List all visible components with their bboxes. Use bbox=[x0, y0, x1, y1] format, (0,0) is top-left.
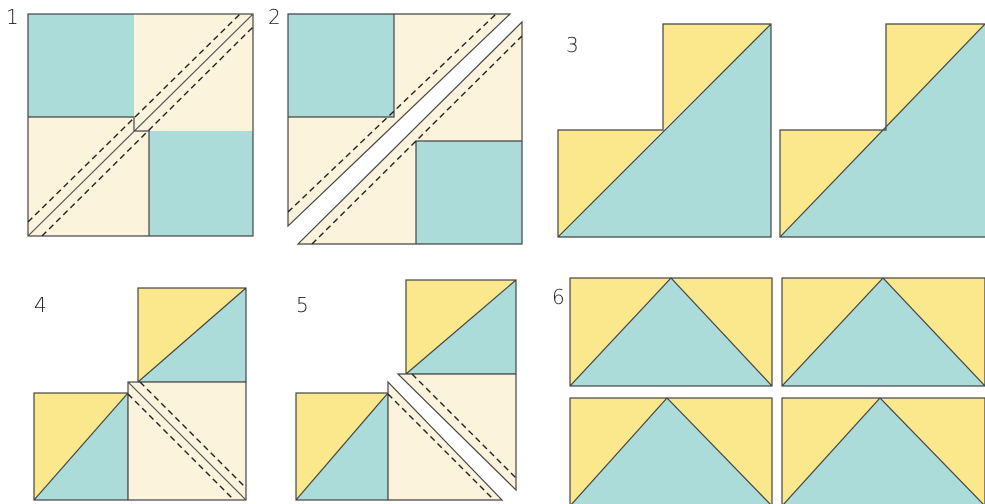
step-6-group: 6 bbox=[552, 277, 985, 504]
step-4-stitch-upper bbox=[139, 381, 247, 489]
step-4-stitch-lower bbox=[127, 393, 235, 501]
step-5-number: 5 bbox=[296, 293, 309, 317]
step-3-unit-left bbox=[557, 23, 772, 238]
step-5-group: 5 bbox=[295, 279, 517, 501]
step-5-cream-cut-left bbox=[387, 380, 504, 501]
step-2-upper-seams bbox=[288, 14, 395, 118]
step-5-cream-left-outline bbox=[387, 380, 504, 501]
step-5-left-diagonal bbox=[295, 392, 389, 501]
flying-geese-outline bbox=[569, 397, 773, 504]
flying-geese-unit bbox=[781, 277, 985, 387]
step-1-block bbox=[27, 13, 254, 237]
flying-geese-teal-triangle bbox=[782, 278, 985, 386]
step-4-cream-outline bbox=[127, 381, 247, 501]
flying-geese-teal-triangle bbox=[571, 398, 771, 504]
step-5-stitch-upper bbox=[411, 373, 517, 479]
step-4-group: 4 bbox=[33, 287, 247, 501]
step-1-teal-square-top-left bbox=[28, 14, 134, 117]
step-4-top-diagonal bbox=[137, 287, 247, 383]
step-2-stitch-upper bbox=[287, 13, 497, 213]
step-4-hst-top bbox=[137, 287, 247, 383]
step-2-group: 2 bbox=[268, 5, 523, 245]
step-5-hst-left bbox=[295, 392, 389, 501]
step-5-top-diagonal bbox=[405, 279, 517, 375]
step-2-lower-triangle bbox=[296, 20, 523, 245]
step-4-cream-diagonal bbox=[127, 381, 247, 501]
step-3-right-outline bbox=[779, 23, 985, 238]
step-1-number: 1 bbox=[6, 5, 19, 29]
flying-geese-diagonals bbox=[569, 277, 773, 387]
step-4-left-diagonal bbox=[33, 392, 129, 501]
flying-geese-unit bbox=[781, 397, 985, 504]
flying-geese-diagonals bbox=[570, 397, 771, 504]
flying-geese-diagonals bbox=[783, 397, 984, 504]
step-2-number: 2 bbox=[268, 5, 281, 29]
step-2-upper-triangle bbox=[287, 13, 512, 228]
step-2-upper-outline bbox=[287, 13, 512, 228]
step-5-hst-top bbox=[405, 279, 517, 375]
step-4-hst-left bbox=[33, 392, 129, 501]
step-1-diagonal-line bbox=[27, 13, 254, 237]
step-4-number: 4 bbox=[34, 293, 47, 317]
flying-geese-diagonals bbox=[781, 277, 985, 387]
step-2-lower-outline bbox=[296, 20, 523, 245]
step-2-teal-square-bottom-right bbox=[416, 141, 522, 244]
step-5-cream-right-outline bbox=[396, 373, 517, 492]
step-3-right-diagonal bbox=[779, 23, 985, 238]
step-5-stitch-lower bbox=[387, 393, 495, 501]
step-4-cream-square bbox=[127, 381, 247, 501]
flying-geese-outline bbox=[781, 397, 985, 504]
step-1-group: 1 bbox=[6, 5, 254, 237]
flying-geese-teal-triangle bbox=[570, 278, 772, 386]
step-6-number: 6 bbox=[552, 285, 565, 309]
step-3-unit-right bbox=[779, 23, 985, 238]
step-5-cream-cut-right bbox=[396, 373, 517, 492]
step-2-teal-square-top-left bbox=[288, 14, 394, 117]
step-3-number: 3 bbox=[566, 33, 579, 57]
step-2-lower-seams bbox=[415, 140, 522, 244]
step-3-group: 3 bbox=[557, 23, 985, 238]
flying-geese-unit bbox=[569, 397, 773, 504]
step-1-teal-square-bottom-right bbox=[149, 131, 253, 236]
flying-geese-unit bbox=[569, 277, 773, 387]
step-1-block-outline bbox=[27, 13, 254, 237]
flying-geese-teal-triangle bbox=[783, 398, 984, 504]
step-3-left-diagonal bbox=[557, 23, 772, 238]
